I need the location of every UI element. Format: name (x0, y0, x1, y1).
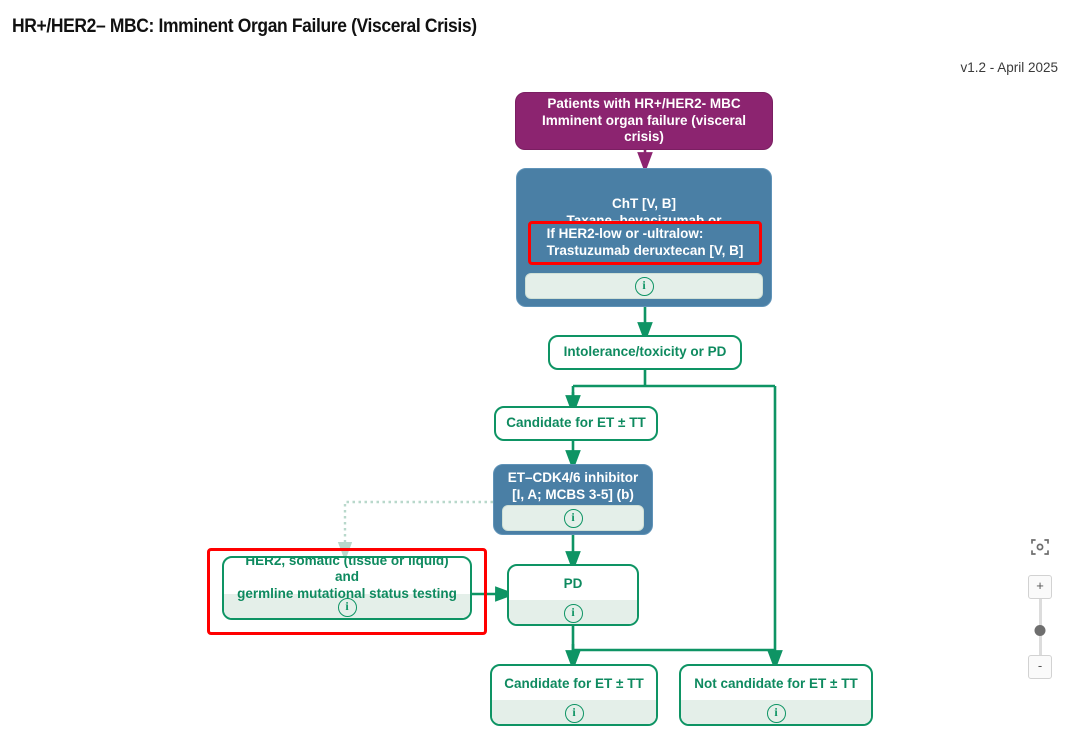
info-icon[interactable]: i (766, 704, 786, 723)
node-candidate-et-tt-lower-label: Candidate for ET ± TT (504, 675, 644, 691)
node-not-candidate-et-tt-info-strip[interactable]: i (681, 700, 871, 724)
info-icon[interactable]: i (564, 704, 584, 723)
info-icon[interactable]: i (563, 508, 583, 528)
node-her2-mutational-testing[interactable]: HER2, somatic (tissue or liquid) and ger… (222, 556, 472, 620)
node-candidate-et-tt-lower[interactable]: Candidate for ET ± TT i (490, 664, 658, 726)
node-entry-patients[interactable]: Patients with HR+/HER2- MBC Imminent org… (515, 92, 773, 150)
info-icon[interactable]: i (563, 604, 583, 623)
page-title: HR+/HER2– MBC: Imminent Organ Failure (V… (12, 16, 477, 37)
edge-intolerance-split (571, 370, 775, 406)
node-et-cdk46-inhibitor-label: ET–CDK4/6 inhibitor [I, A; MCBS 3-5] (b) (507, 470, 639, 502)
node-pd-label: PD (563, 575, 583, 591)
node-et-cdk46-inhibitor[interactable]: ET–CDK4/6 inhibitor [I, A; MCBS 3-5] (b)… (493, 464, 653, 535)
highlight-her2-testing-annotation (207, 548, 487, 635)
node-intolerance-or-pd[interactable]: Intolerance/toxicity or PD (548, 335, 742, 370)
edge-etcdk-to-her2-testing-dotted (337, 500, 493, 562)
info-icon[interactable]: i (337, 598, 357, 617)
zoom-out-button[interactable]: - (1028, 655, 1052, 679)
node-candidate-et-tt-upper[interactable]: Candidate for ET ± TT (494, 406, 658, 441)
node-pd[interactable]: PD i (507, 564, 639, 626)
node-candidate-et-tt-lower-info-strip[interactable]: i (492, 700, 656, 724)
edge-pd-split (571, 626, 775, 652)
node-her2-testing-info-strip[interactable]: i (224, 594, 470, 618)
info-icon[interactable]: i (634, 276, 654, 296)
node-entry-patients-label: Patients with HR+/HER2- MBC Imminent org… (541, 96, 747, 145)
zoom-in-button[interactable]: + (1028, 575, 1052, 599)
fit-to-screen-glyph (1031, 539, 1049, 555)
node-not-candidate-et-tt[interactable]: Not candidate for ET ± TT i (679, 664, 873, 726)
zoom-slider[interactable] (1034, 599, 1046, 655)
node-not-candidate-et-tt-label: Not candidate for ET ± TT (694, 675, 858, 691)
node-candidate-et-tt-upper-label: Candidate for ET ± TT (506, 415, 646, 431)
version-label: v1.2 - April 2025 (960, 60, 1058, 75)
node-her2-mutational-testing-label: HER2, somatic (tissue or liquid) and ger… (237, 556, 457, 601)
highlight-her2-low-label: If HER2-low or -ultralow: Trastuzumab de… (546, 226, 744, 258)
fit-to-screen-icon[interactable] (1028, 535, 1052, 559)
node-intolerance-or-pd-label: Intolerance/toxicity or PD (563, 344, 727, 360)
highlight-her2-low-annotation: If HER2-low or -ultralow: Trastuzumab de… (528, 221, 762, 265)
zoom-slider-handle[interactable] (1034, 625, 1046, 636)
zoom-control[interactable]: + - (1020, 535, 1060, 679)
node-et-cdk46-info-strip[interactable]: i (502, 505, 644, 531)
node-pd-info-strip[interactable]: i (509, 600, 637, 624)
node-cht-info-strip[interactable]: i (525, 273, 763, 299)
